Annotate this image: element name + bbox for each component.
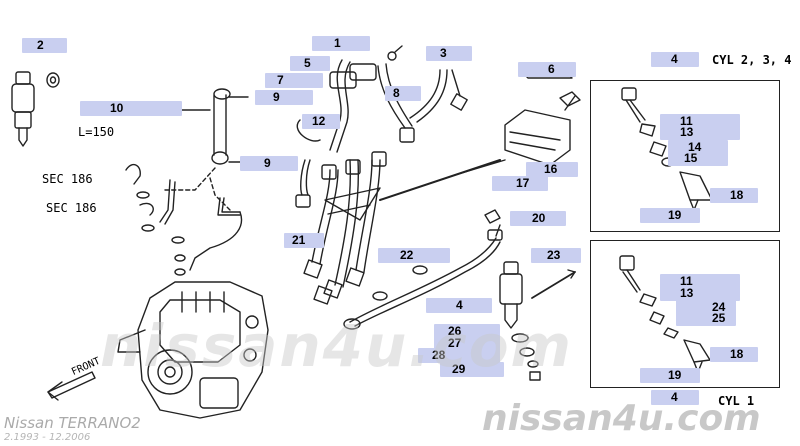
injection-pipes-drawing (295, 59, 501, 305)
callout-13-top[interactable]: 13 (660, 125, 740, 140)
callout-3[interactable]: 3 (426, 46, 472, 61)
callout-21[interactable]: 21 (284, 233, 324, 248)
callout-29[interactable]: 29 (440, 362, 504, 377)
callout-28[interactable]: 28 (418, 348, 500, 363)
injector-nozzle-drawing (11, 71, 60, 147)
clamp-bracket-drawing (504, 69, 581, 166)
callout-18-top[interactable]: 18 (710, 188, 758, 203)
callout-5[interactable]: 5 (290, 56, 330, 71)
callout-11-bottom[interactable]: 11 (660, 274, 740, 289)
callout-18-bottom[interactable]: 18 (710, 347, 758, 362)
cyl-1-panel (590, 240, 780, 388)
callout-20[interactable]: 20 (510, 211, 566, 226)
model-name: Nissan TERRANO2 (4, 414, 141, 432)
callout-25[interactable]: 25 (676, 311, 736, 326)
callout-16[interactable]: 16 (526, 162, 578, 177)
callout-8[interactable]: 8 (385, 86, 421, 101)
callout-27[interactable]: 27 (434, 336, 500, 351)
callout-12[interactable]: 12 (302, 114, 340, 129)
callout-17[interactable]: 17 (492, 176, 548, 191)
callout-19-bottom[interactable]: 19 (640, 368, 700, 383)
callout-19-top[interactable]: 19 (640, 208, 700, 223)
length-label: L=150 (78, 125, 115, 139)
callout-9-bottom[interactable]: 9 (240, 156, 298, 171)
callout-10[interactable]: 10 (80, 101, 182, 116)
callout-1[interactable]: 1 (312, 36, 370, 51)
sec-186-label-1: SEC 186 (42, 172, 93, 186)
center-watermark: nissan4u.com (100, 312, 573, 380)
front-arrow-drawing (47, 371, 96, 401)
leak-off-hose-drawing (211, 88, 249, 165)
callout-23[interactable]: 23 (531, 248, 581, 263)
nozzle-holder-drawing (499, 261, 576, 381)
callout-9-top[interactable]: 9 (255, 90, 313, 105)
cyl-2-3-4-panel (590, 80, 780, 232)
callout-4-top[interactable]: 4 (651, 52, 699, 67)
injection-pump-drawing (117, 281, 269, 419)
pipe-clamp-drawing (329, 45, 403, 89)
callout-22[interactable]: 22 (378, 248, 450, 263)
cyl-1-label: CYL 1 (718, 394, 755, 408)
callout-2[interactable]: 2 (22, 38, 67, 53)
callout-15[interactable]: 15 (668, 151, 728, 166)
production-dates: 2.1993 - 12.2006 (4, 432, 91, 443)
callout-26[interactable]: 26 (434, 324, 500, 339)
callout-13-bottom[interactable]: 13 (660, 286, 740, 301)
callout-6[interactable]: 6 (518, 62, 576, 77)
callout-4-bottom[interactable]: 4 (651, 390, 699, 405)
cyl-2-3-4-label: CYL 2, 3, 4 (712, 53, 792, 67)
callout-4-center[interactable]: 4 (426, 298, 492, 313)
sec-186-fittings-drawing (125, 163, 241, 276)
sec-186-label-2: SEC 186 (46, 201, 97, 215)
footer-watermark: nissan4u.com (482, 398, 761, 439)
callout-7[interactable]: 7 (265, 73, 323, 88)
spill-tube-drawing (343, 224, 503, 330)
